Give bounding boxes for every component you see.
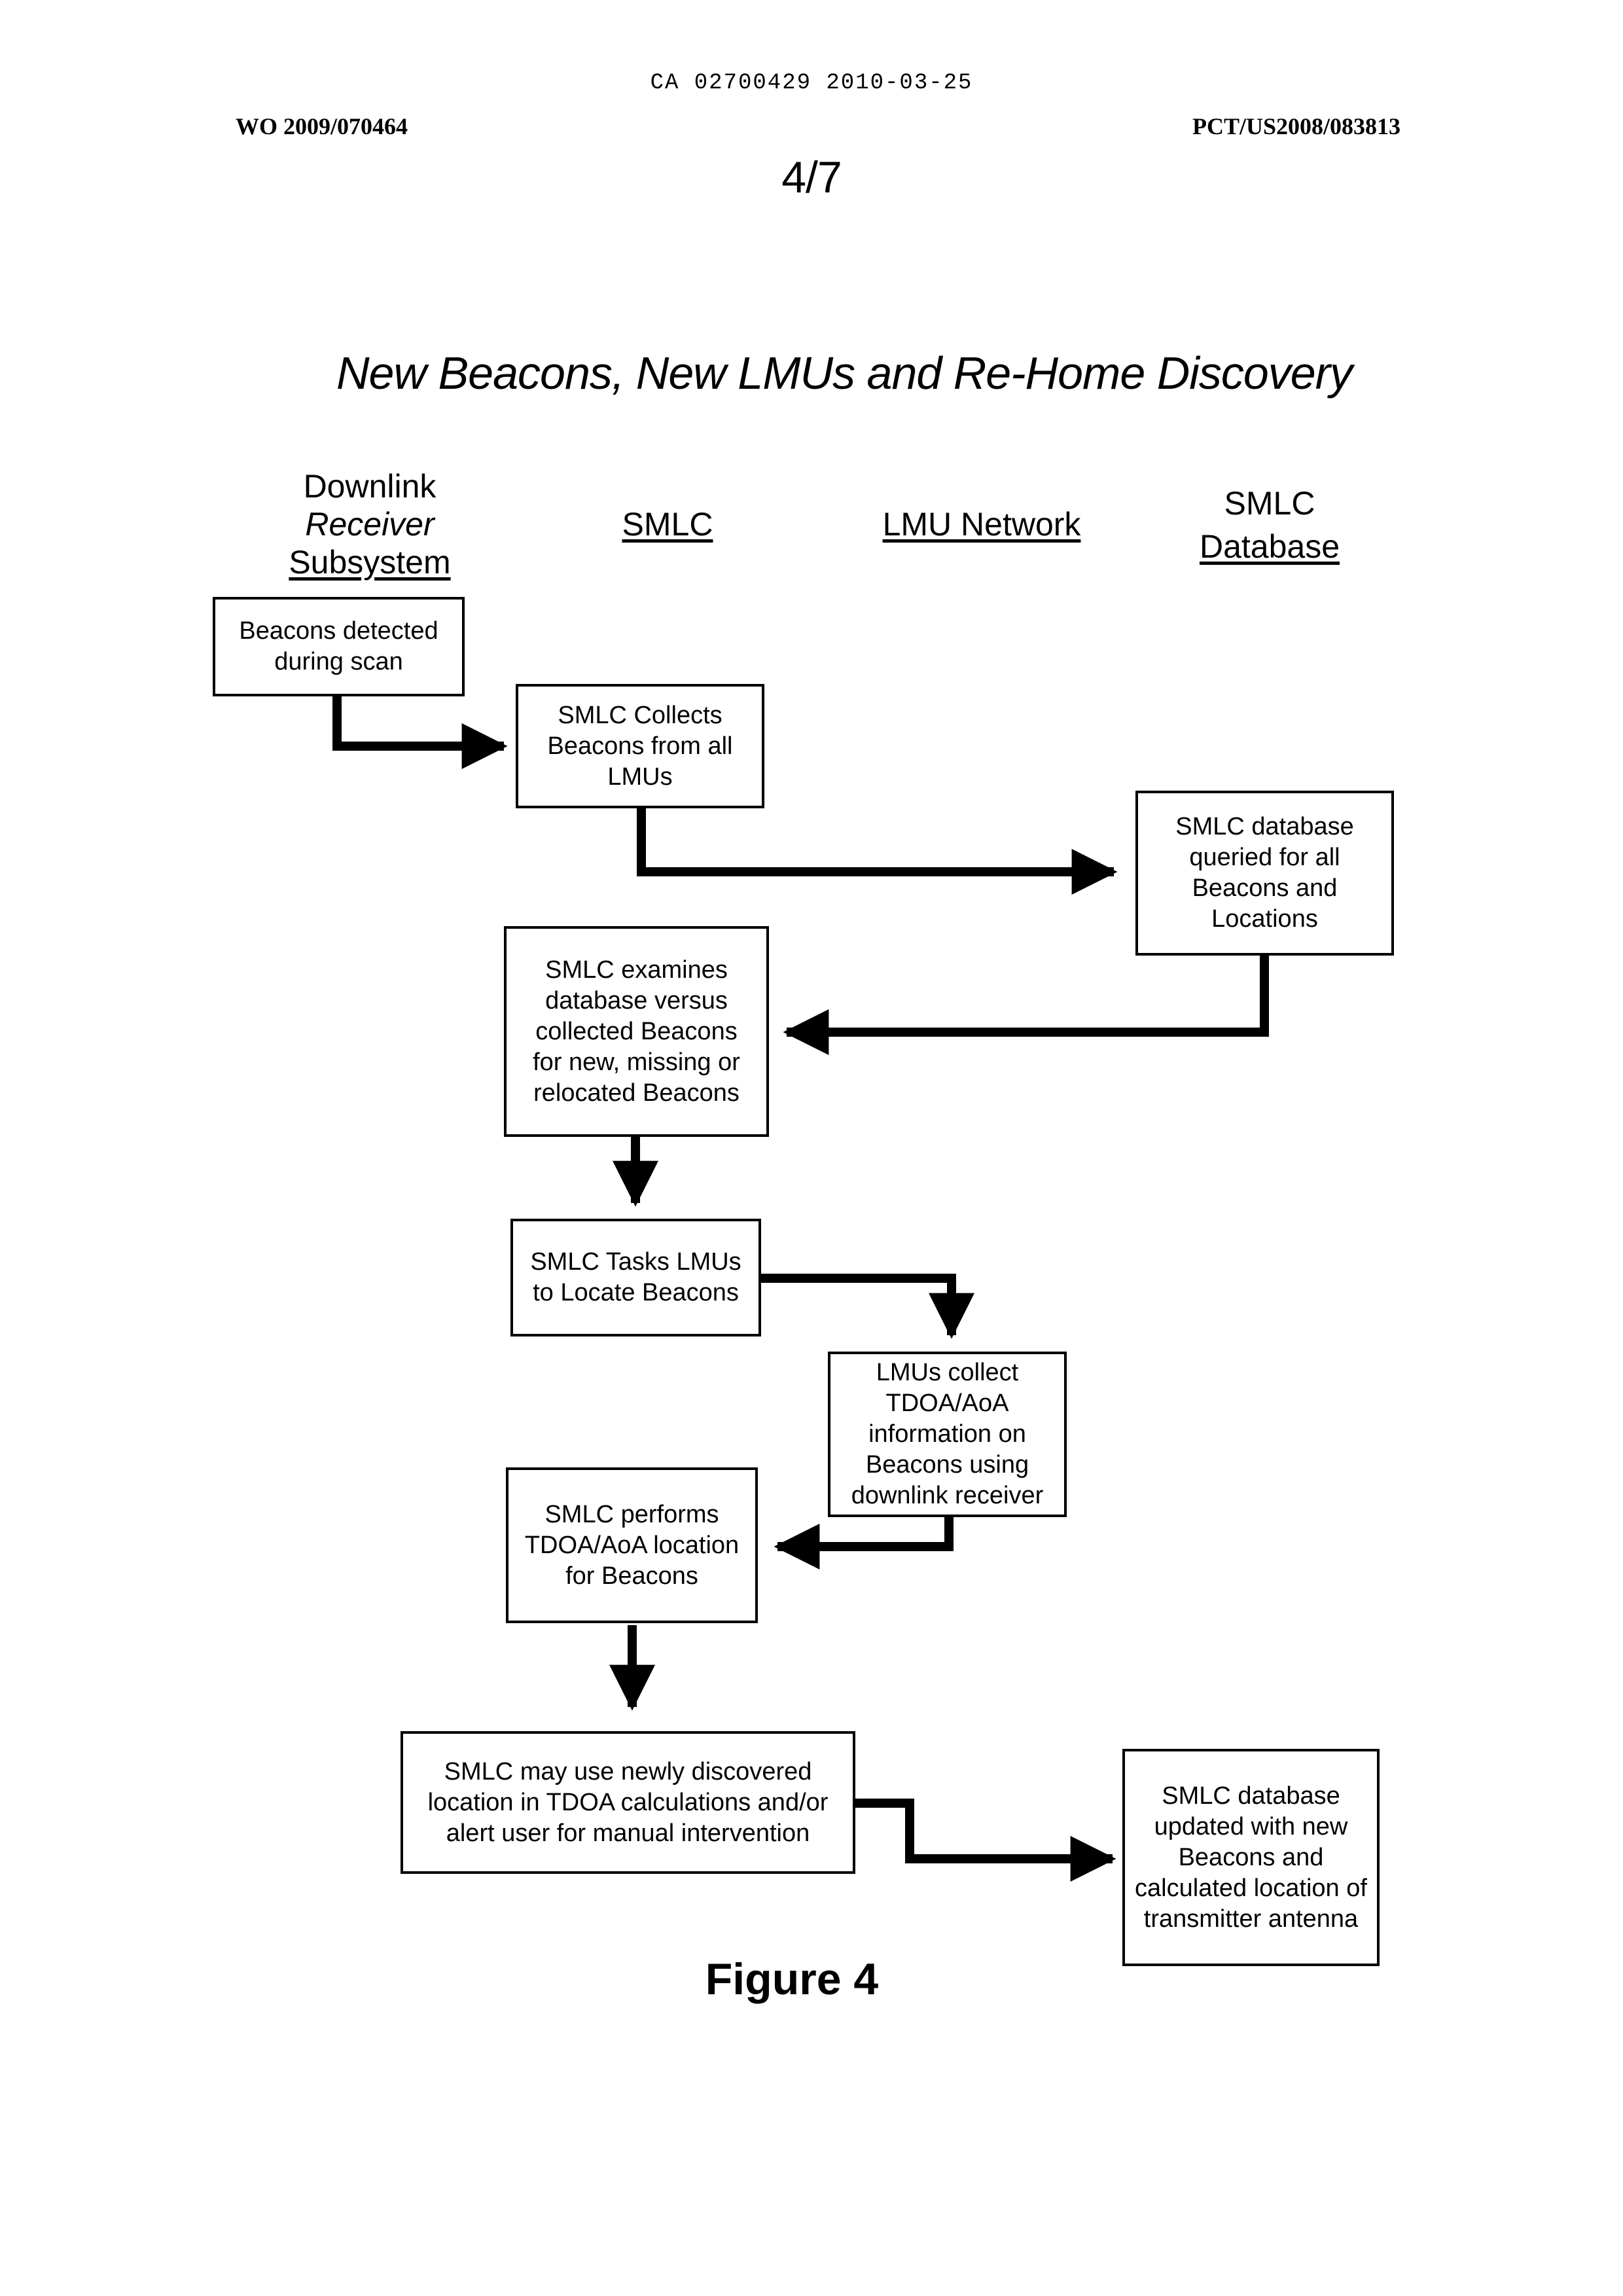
arrow-tasks-to-lmus-collect: [760, 1278, 952, 1335]
arrow-may-use-to-db-updated: [854, 1803, 1113, 1859]
arrow-collects-to-db-queried: [641, 802, 1114, 872]
node-db-updated: SMLC databaseupdated with newBeacons and…: [1122, 1749, 1380, 1966]
node-smlc-may-use: SMLC may use newly discoveredlocation in…: [401, 1731, 855, 1874]
arrow-detected-to-collects: [337, 692, 504, 746]
figure-label: Figure 4: [0, 1954, 1584, 2005]
node-lmus-collect: LMUs collectTDOA/AoAinformation onBeacon…: [828, 1352, 1067, 1517]
node-beacons-detected: Beacons detectedduring scan: [213, 597, 465, 696]
node-smlc-collects: SMLC CollectsBeacons from allLMUs: [516, 684, 764, 808]
arrow-db-queried-to-examines: [787, 950, 1264, 1032]
node-smlc-performs: SMLC performsTDOA/AoA locationfor Beacon…: [506, 1467, 758, 1623]
node-smlc-examines: SMLC examinesdatabase versuscollected Be…: [504, 926, 769, 1137]
node-smlc-tasks: SMLC Tasks LMUsto Locate Beacons: [510, 1219, 761, 1336]
node-db-queried: SMLC databasequeried for allBeacons andL…: [1135, 791, 1394, 956]
